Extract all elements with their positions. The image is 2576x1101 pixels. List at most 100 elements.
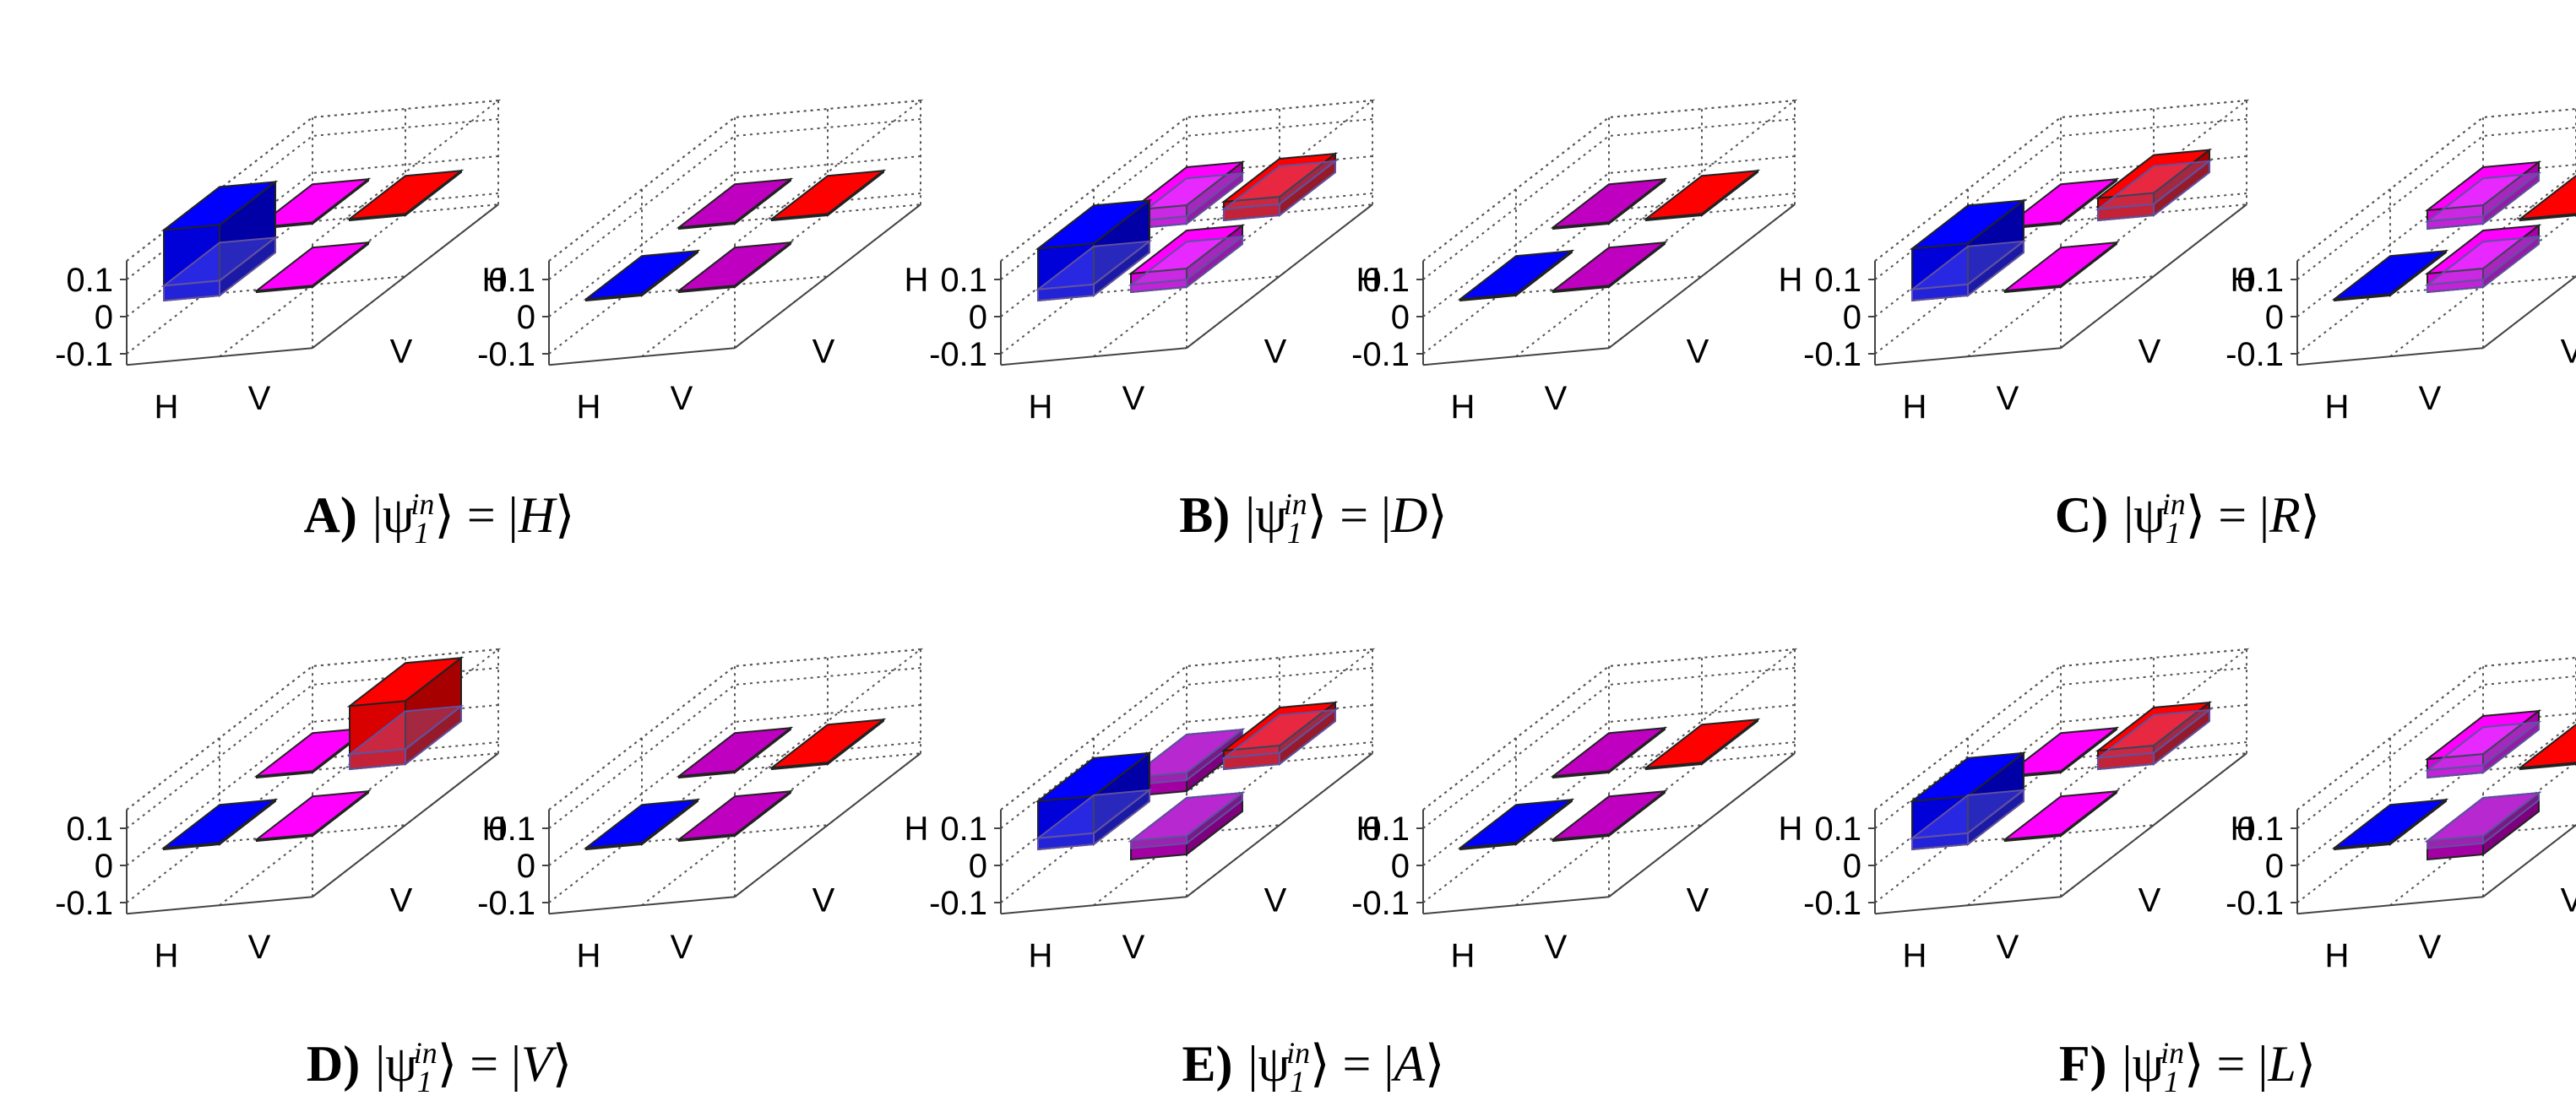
y-axis-line [2482,274,2576,349]
z-tick-label: -0.1 [1351,336,1410,373]
y-tick-label: H [905,262,929,299]
ideal-outline-vv [2095,708,2213,771]
y-tick-label: H [1356,811,1381,848]
caption-prefix: |ψ [1245,487,1287,543]
caption-state: H [518,487,556,543]
x-tick-label: H [1029,937,1053,974]
ideal-outline-hh [160,236,279,302]
z-tick-label: 0 [1391,299,1410,336]
ideal-outline-vv [1220,708,1339,771]
caption-end: ⟩ [555,487,575,543]
x-tick-label: H [2325,388,2350,426]
x-tick-label: H [577,388,601,426]
caption-state: D [1391,487,1428,543]
bar-vh [676,789,794,843]
bar-vh [1128,790,1246,861]
z-tick-label: 0 [969,299,987,336]
bar-hv [1550,177,1668,231]
z-tick-label: 0 [1843,299,1861,336]
bar-vv [2517,724,2576,771]
y-axis-line [1608,752,1796,898]
y-tick-label: H [482,262,507,299]
caption-sup: in [410,487,435,521]
x-tick-label: H [1903,937,1927,974]
z-tick-label: 0 [2265,848,2284,885]
caption-mid: ⟩ = | [2185,487,2270,543]
z-tick-label: 0 [1843,848,1861,885]
x-axis-line [548,896,736,915]
z-tick-label: 0 [95,848,113,885]
ideal-outline-vh [1128,790,1246,849]
bar-hh [583,249,701,302]
y-tick-label: V [1687,882,1709,919]
caption-end: ⟩ [1427,487,1448,543]
z-tick-label: 0.1 [488,811,535,848]
z-tick-label: 0 [969,848,987,885]
bar-hv [1128,160,1246,231]
caption-mid: ⟩ = | [1307,487,1392,543]
y-tick-label: V [2139,334,2161,371]
caption-state: V [521,1036,552,1092]
y-axis-line [2060,752,2247,898]
ideal-outline-vh [1128,235,1246,294]
caption-mid: ⟩ = | [434,487,519,543]
y-tick-label: H [2231,811,2255,848]
bar-vh [2002,789,2120,843]
bar-hv [676,177,794,231]
y-axis-line [1186,752,1373,898]
x-tick-label: V [2419,380,2442,417]
x-tick-label: V [1997,380,2019,417]
y-axis-line [2060,203,2247,349]
y-axis-line [1186,203,1373,349]
caption-state: L [2268,1036,2296,1092]
x-tick-label: V [1997,929,2019,966]
y-axis-line [1608,203,1796,349]
x-tick-label: H [155,937,179,974]
y-tick-label: V [1264,334,1287,371]
x-tick-label: V [1122,380,1145,417]
bar-vh [1550,241,1668,294]
y-tick-label: V [2561,334,2576,371]
y-axis-line [312,203,499,349]
bar-hh [2331,249,2449,302]
y-tick-label: V [390,882,413,919]
z-tick-label: 0 [2265,299,2284,336]
x-tick-label: H [577,937,601,974]
bar-hv [2424,160,2542,231]
x-tick-label: V [248,380,271,417]
ideal-outline-hh [1035,788,1153,851]
x-tick-label: H [2325,937,2350,974]
bar-vv [1643,169,1761,222]
z-tick-label: 0.1 [940,262,987,299]
caption-prefix: |ψ [2122,1036,2165,1092]
bar-hv [1550,726,1668,779]
x-tick-label: H [1451,388,1475,426]
caption-sub: 1 [2165,516,2181,550]
caption-sup: in [2161,487,2186,521]
x-tick-label: V [1545,380,1568,417]
bar-vh [1550,789,1668,843]
bar-vh [253,241,372,294]
y-axis-line [734,203,921,349]
bar-hh [583,798,701,851]
z-tick-label: 0.1 [1814,811,1861,848]
ideal-outline-vh [2424,235,2542,294]
z-tick-label: 0.1 [66,811,113,848]
z-tick-label: -0.1 [477,885,535,922]
bar-hv [676,726,794,779]
z-tick-label: -0.1 [55,336,113,373]
z-tick-label: 0.1 [1362,262,1410,299]
bar-vv [346,169,465,222]
bar-hh [1457,249,1575,302]
bar-vv [2095,700,2213,771]
